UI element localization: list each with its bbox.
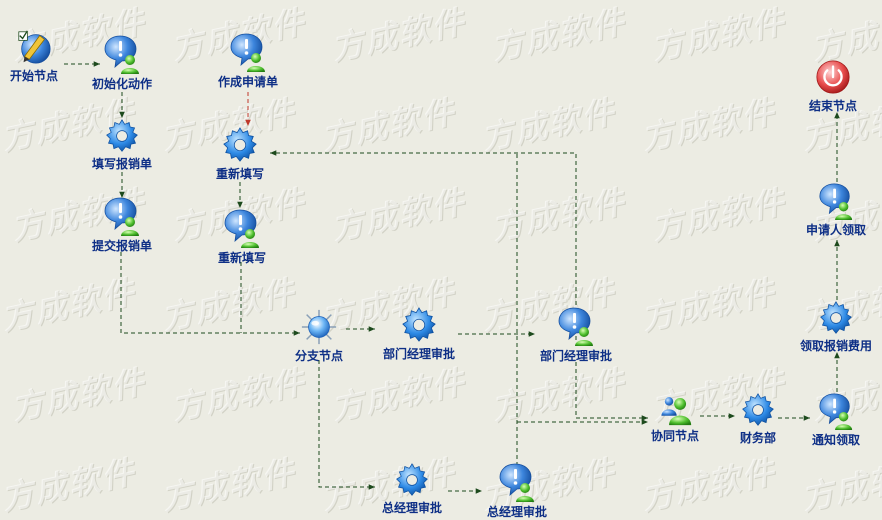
user-bubble-icon [222, 208, 262, 248]
user-bubble-icon [102, 34, 142, 74]
node-start-label: 开始节点 [9, 69, 58, 83]
node-make-request[interactable]: 作成申请单 [193, 32, 303, 90]
user-bubble-icon [497, 462, 537, 502]
people-group-icon [657, 392, 693, 426]
edge-branch-gmgear [318, 360, 375, 490]
node-dept-gear-label: 部门经理审批 [382, 347, 455, 361]
node-end[interactable]: 结束节点 [778, 58, 882, 114]
gear-icon [393, 462, 431, 498]
node-submit-label: 提交报销单 [91, 239, 152, 253]
node-notify-label: 通知领取 [811, 433, 860, 447]
node-cosign[interactable]: 协同节点 [620, 392, 730, 444]
node-refill-gear[interactable]: 重新填写 [185, 126, 295, 182]
node-applicant-label: 申请人领取 [805, 223, 866, 237]
node-cosign-label: 协同节点 [650, 429, 699, 443]
gear-icon [104, 118, 140, 154]
node-gm-user-label: 总经理审批 [486, 505, 547, 519]
node-applicant[interactable]: 申请人领取 [781, 182, 882, 238]
node-gm-user[interactable]: 总经理审批 [462, 462, 572, 520]
user-bubble-icon [816, 182, 856, 220]
node-fill[interactable]: 填写报销单 [67, 118, 177, 172]
user-bubble-icon [816, 392, 856, 430]
node-collect-label: 领取报销费用 [799, 339, 872, 353]
gear-icon [739, 392, 777, 428]
node-make-request-label: 作成申请单 [217, 75, 278, 89]
node-start[interactable]: 开始节点 [0, 28, 89, 84]
node-dept-gear[interactable]: 部门经理审批 [364, 306, 474, 362]
node-branch-label: 分支节点 [294, 349, 343, 363]
node-collect[interactable]: 领取报销费用 [781, 300, 882, 354]
branch-globe-icon [299, 308, 339, 346]
user-bubble-icon [556, 306, 596, 346]
gear-icon [817, 300, 855, 336]
node-init-label: 初始化动作 [91, 77, 152, 91]
user-bubble-icon [102, 196, 142, 236]
node-submit[interactable]: 提交报销单 [67, 196, 177, 254]
node-branch[interactable]: 分支节点 [264, 308, 374, 364]
node-fill-label: 填写报销单 [91, 157, 152, 171]
node-init[interactable]: 初始化动作 [67, 34, 177, 92]
node-end-label: 结束节点 [808, 99, 857, 113]
node-finance[interactable]: 财务部 [703, 392, 813, 446]
node-refill-user-label: 重新填写 [217, 251, 266, 265]
gear-icon [399, 306, 439, 344]
user-bubble-icon [228, 32, 268, 72]
node-dept-user[interactable]: 部门经理审批 [521, 306, 631, 364]
node-gm-gear[interactable]: 总经理审批 [357, 462, 467, 516]
node-refill-user[interactable]: 重新填写 [187, 208, 297, 266]
edge-submit-branch [120, 252, 300, 336]
node-refill-gear-label: 重新填写 [215, 167, 264, 181]
gear-icon [220, 126, 260, 164]
start-pen-icon [14, 28, 54, 66]
node-gm-gear-label: 总经理审批 [381, 501, 442, 515]
node-dept-user-label: 部门经理审批 [539, 349, 612, 363]
node-finance-label: 财务部 [739, 431, 776, 445]
node-notify[interactable]: 通知领取 [781, 392, 882, 448]
end-stop-icon [813, 58, 853, 96]
edge-deptuser-cosign [575, 362, 648, 421]
